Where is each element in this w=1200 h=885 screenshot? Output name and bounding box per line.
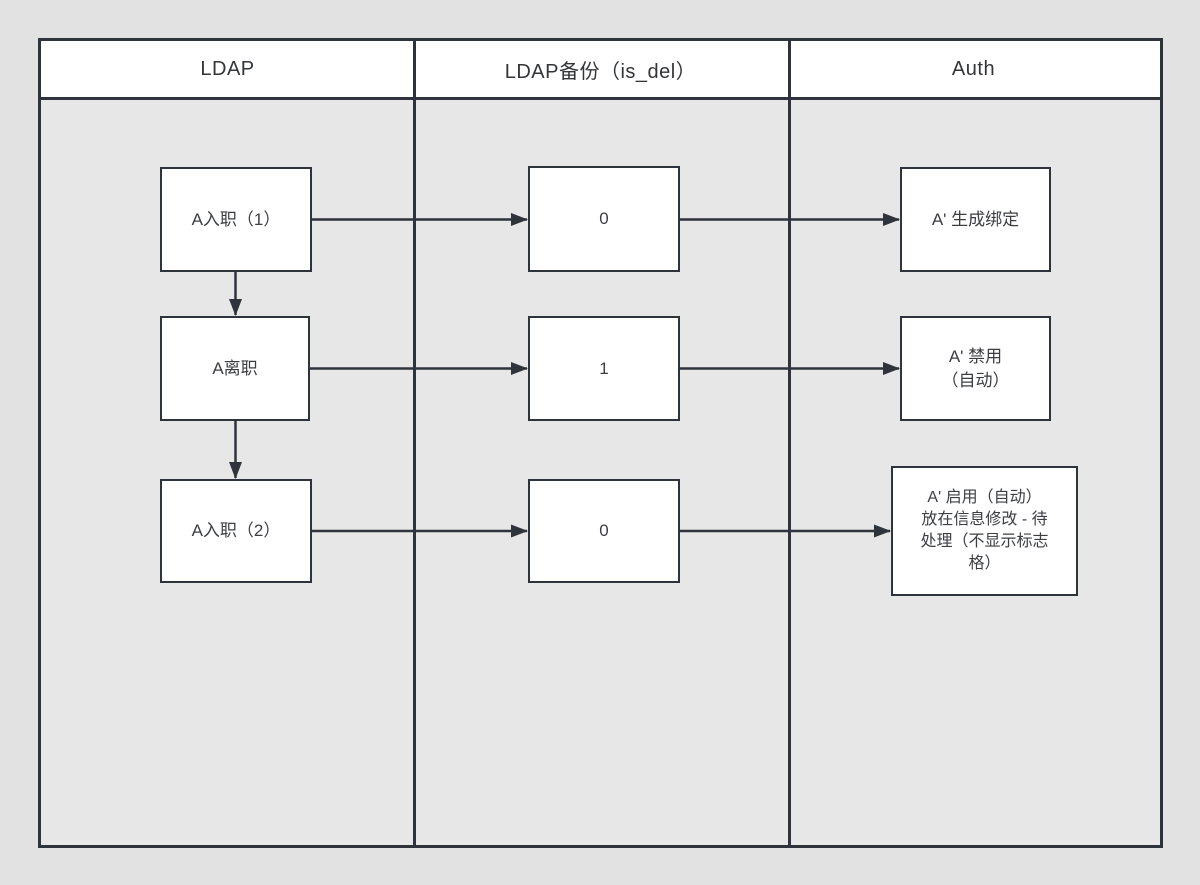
lane-divider bbox=[413, 41, 416, 845]
lane-divider bbox=[788, 41, 791, 845]
node-a-join-2: A入职（2） bbox=[160, 479, 312, 583]
lane-header-row: LDAP LDAP备份（is_del） Auth bbox=[41, 41, 1160, 100]
node-a-join-1: A入职（1） bbox=[160, 167, 312, 272]
lane-header-ldap: LDAP bbox=[200, 57, 255, 80]
lane-header-auth: Auth bbox=[951, 57, 996, 80]
swimlane-table: LDAP LDAP备份（is_del） Auth bbox=[38, 38, 1163, 848]
node-auth-enable: A' 启用（自动） 放在信息修改 - 待 处理（不显示标志 格） bbox=[891, 466, 1078, 596]
node-isdel-row2: 1 bbox=[528, 316, 680, 421]
lane-header-ldap-backup: LDAP备份（is_del） bbox=[504, 60, 697, 83]
node-isdel-row3: 0 bbox=[528, 479, 680, 583]
node-a-leave: A离职 bbox=[160, 316, 310, 421]
node-isdel-row1: 0 bbox=[528, 166, 680, 272]
node-auth-bind: A' 生成绑定 bbox=[900, 167, 1051, 272]
node-auth-disable: A' 禁用 （自动） bbox=[900, 316, 1051, 421]
